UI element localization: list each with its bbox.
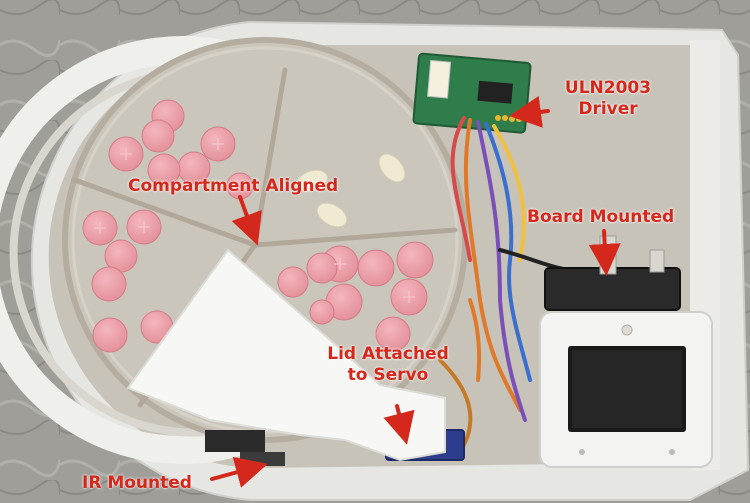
label-uln2003-driver: ULN2003 Driver xyxy=(548,78,668,120)
label-ir-mounted: IR Mounted xyxy=(82,473,192,493)
label-lid-line2: to Servo xyxy=(347,365,429,385)
label-uln2003-line2: Driver xyxy=(578,99,638,119)
lid-flap xyxy=(126,248,446,462)
label-lid-attached: Lid Attached to Servo xyxy=(318,344,458,386)
label-lid-line1: Lid Attached xyxy=(327,344,449,364)
label-compartment-aligned: Compartment Aligned xyxy=(128,176,339,196)
outer-arc-wall xyxy=(0,36,250,464)
pink-pills xyxy=(82,99,434,353)
label-board-mounted: Board Mounted xyxy=(527,207,675,227)
uln2003-driver-board xyxy=(412,52,532,134)
controller-device xyxy=(539,311,713,468)
white-capsules xyxy=(296,153,406,228)
label-uln2003-line1: ULN2003 xyxy=(564,78,652,98)
wiring-bundle xyxy=(438,116,602,454)
annotation-arrows xyxy=(210,96,621,488)
